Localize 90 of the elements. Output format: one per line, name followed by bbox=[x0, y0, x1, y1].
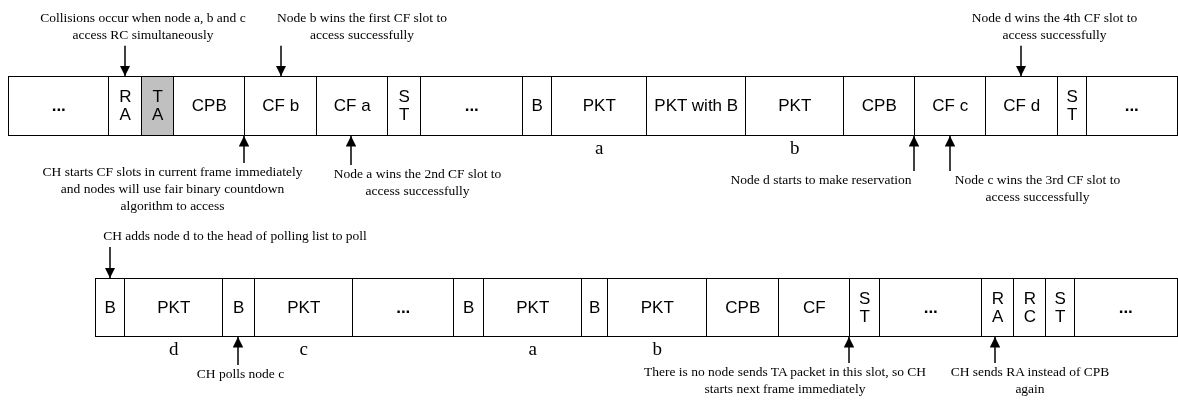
frame-slot bbox=[173, 76, 246, 136]
arrow bbox=[944, 135, 956, 172]
frame-slot bbox=[879, 278, 983, 337]
slot-label: B bbox=[233, 298, 245, 317]
arrow bbox=[843, 336, 855, 364]
frame-slot bbox=[843, 76, 916, 136]
slot-label: PKT bbox=[287, 298, 321, 317]
arrow bbox=[104, 246, 116, 279]
slot-label: B bbox=[531, 97, 543, 115]
frame-slot bbox=[108, 76, 143, 136]
arrow bbox=[238, 135, 250, 164]
ellipsis: ... bbox=[51, 97, 66, 115]
annotation-text: Node c wins the 3rd CF slot to access successfully bbox=[945, 172, 1130, 206]
slot-label: TA bbox=[151, 88, 164, 124]
slot-label: ST bbox=[858, 289, 871, 326]
frame-slot bbox=[985, 76, 1059, 136]
frame-slot bbox=[581, 278, 609, 337]
ellipsis: ... bbox=[1118, 298, 1133, 317]
annotation-text: There is no node sends TA packet in this slot, so CH starts next frame immediately bbox=[630, 364, 940, 398]
slot-label: PKT bbox=[582, 97, 616, 115]
annotation-text: Node a wins the 2nd CF slot to access successfully bbox=[325, 166, 510, 200]
frame-slot bbox=[914, 76, 987, 136]
slot-label: CF d bbox=[1003, 97, 1041, 115]
node-letter: b bbox=[790, 137, 800, 159]
frame-slot bbox=[1074, 278, 1178, 337]
frame-slot bbox=[244, 76, 318, 136]
node-letter: d bbox=[169, 338, 179, 360]
frame-slot bbox=[646, 76, 747, 136]
frame-slot bbox=[1045, 278, 1076, 337]
ellipsis: ... bbox=[396, 298, 411, 317]
slot-label: PKT bbox=[516, 298, 550, 317]
slot-label: CF bbox=[802, 298, 826, 317]
slot-label: B bbox=[463, 298, 475, 317]
slot-label: RC bbox=[1023, 289, 1036, 326]
slot-label: PKT bbox=[640, 298, 674, 317]
slot-label: PKT with B bbox=[654, 97, 739, 115]
frame-slot bbox=[453, 278, 485, 337]
frame-slot bbox=[387, 76, 422, 136]
arrow bbox=[232, 336, 244, 366]
ellipsis: ... bbox=[923, 298, 938, 317]
node-letter: a bbox=[595, 137, 604, 159]
arrow bbox=[908, 135, 920, 172]
frame-slot bbox=[316, 76, 389, 136]
slot-label: RA bbox=[991, 289, 1004, 326]
frame-slot bbox=[981, 278, 1015, 337]
frame-slot bbox=[420, 76, 524, 136]
ellipsis: ... bbox=[1124, 97, 1139, 115]
annotation-text: Node d starts to make reservation bbox=[700, 172, 942, 189]
slot-label: CPB bbox=[725, 298, 761, 317]
slot-label: CF a bbox=[333, 97, 371, 115]
node-letter: b bbox=[652, 338, 662, 360]
slot-label: CF b bbox=[262, 97, 300, 115]
annotation-text: CH polls node c bbox=[178, 366, 303, 383]
frame-slot bbox=[8, 76, 110, 136]
frame-slot bbox=[706, 278, 780, 337]
annotation-text: Node d wins the 4th CF slot to access successfully bbox=[962, 10, 1147, 44]
frame-slot bbox=[849, 278, 881, 337]
annotation-text: Collisions occur when node a, b and c access RC simultaneously bbox=[28, 10, 258, 44]
slot-label: CPB bbox=[861, 97, 897, 115]
arrow bbox=[989, 336, 1001, 364]
slot-label: CPB bbox=[191, 97, 227, 115]
annotation-text: CH adds node d to the head of polling list to poll bbox=[40, 228, 430, 245]
frame-slot bbox=[1057, 76, 1088, 136]
frame-slot bbox=[522, 76, 553, 136]
arrow bbox=[345, 135, 357, 166]
slot-label: PKT bbox=[778, 97, 812, 115]
arrow bbox=[275, 45, 287, 77]
frame-slot bbox=[141, 76, 175, 136]
frame-slot bbox=[778, 278, 851, 337]
slot-label: RA bbox=[119, 88, 132, 124]
frame-slot bbox=[1086, 76, 1178, 136]
arrow bbox=[119, 45, 131, 77]
slot-label: ST bbox=[1054, 289, 1067, 326]
node-letter: a bbox=[528, 338, 537, 360]
slot-label: B bbox=[589, 298, 601, 317]
frame-slot bbox=[95, 278, 126, 337]
node-letter: c bbox=[299, 338, 308, 360]
slot-label: PKT bbox=[157, 298, 191, 317]
slot-label: ST bbox=[398, 88, 411, 124]
slot-label: B bbox=[104, 298, 116, 317]
annotation-text: CH starts CF slots in current frame immediately and nodes will use fair binary countdown algorithm to access bbox=[40, 164, 305, 215]
arrow bbox=[1015, 45, 1027, 77]
frame-slot bbox=[1013, 278, 1047, 337]
annotation-text: Node b wins the first CF slot to access successfully bbox=[272, 10, 452, 44]
slot-label: CF c bbox=[932, 97, 969, 115]
frame-slot bbox=[222, 278, 256, 337]
slot-label: ST bbox=[1066, 88, 1079, 124]
frame-slot bbox=[352, 278, 455, 337]
annotation-text: CH sends RA instead of CPB again bbox=[950, 364, 1110, 398]
ellipsis: ... bbox=[464, 97, 479, 115]
